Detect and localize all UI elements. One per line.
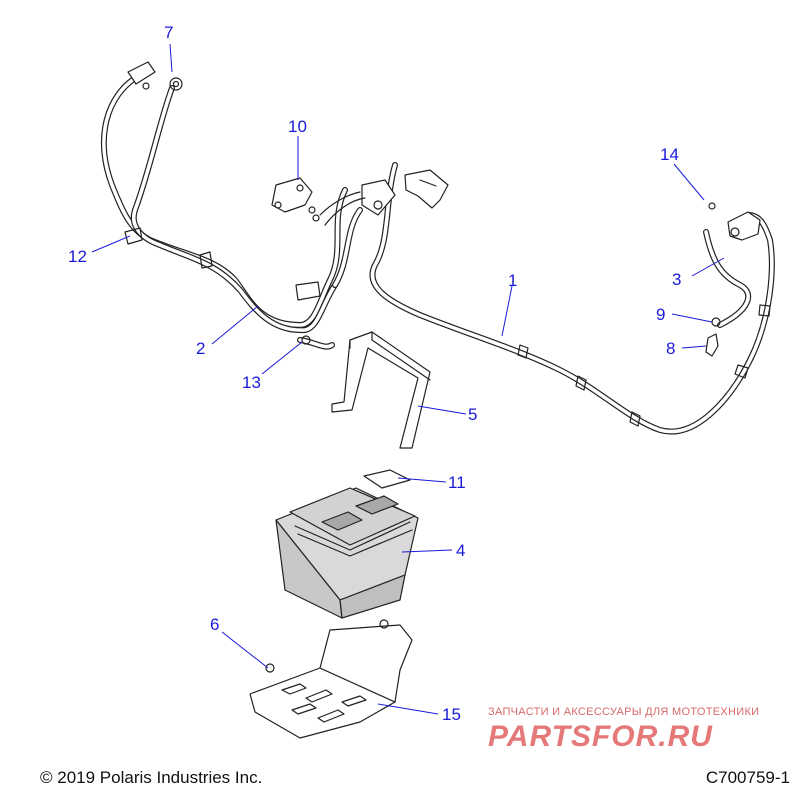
callout-2: 2 <box>196 339 205 358</box>
battery-hold-down-strap <box>331 331 431 449</box>
watermark-tagline: ЗАПЧАСТИ И АКСЕССУАРЫ ДЛЯ МОТОТЕХНИКИ <box>488 706 760 718</box>
callout-14: 14 <box>660 145 679 164</box>
watermark-logo: PARTSFOR.RU <box>488 720 713 752</box>
watermark-logo-text: PARTSFOR.RU <box>488 720 713 752</box>
callout-labels: 7 10 14 12 3 1 9 8 2 13 5 11 4 6 15 <box>68 23 681 724</box>
battery <box>275 487 419 619</box>
callout-1: 1 <box>508 271 517 290</box>
fuse-holder-bracket <box>271 177 320 222</box>
callout-11: 11 <box>448 473 466 492</box>
drawing-number: C700759-1 <box>705 768 790 787</box>
callout-4: 4 <box>456 541 465 560</box>
callout-8: 8 <box>666 339 675 358</box>
callout-6: 6 <box>210 615 219 634</box>
cable-3 <box>703 202 761 357</box>
copyright-text: © 2019 Polaris Industries Inc. <box>40 768 263 787</box>
cable-13 <box>297 335 335 350</box>
callout-12: 12 <box>68 247 87 266</box>
callout-7: 7 <box>164 23 173 42</box>
callout-3: 3 <box>672 270 681 289</box>
battery-pad <box>363 469 411 489</box>
callout-13: 13 <box>242 373 261 392</box>
callout-leaders <box>91 43 725 715</box>
cable-harness-left <box>100 61 363 334</box>
callout-10: 10 <box>288 117 307 136</box>
cable-harness-main <box>319 162 775 435</box>
callout-15: 15 <box>442 705 461 724</box>
battery-tray <box>249 619 413 739</box>
callout-5: 5 <box>468 405 477 424</box>
callout-9: 9 <box>656 305 665 324</box>
